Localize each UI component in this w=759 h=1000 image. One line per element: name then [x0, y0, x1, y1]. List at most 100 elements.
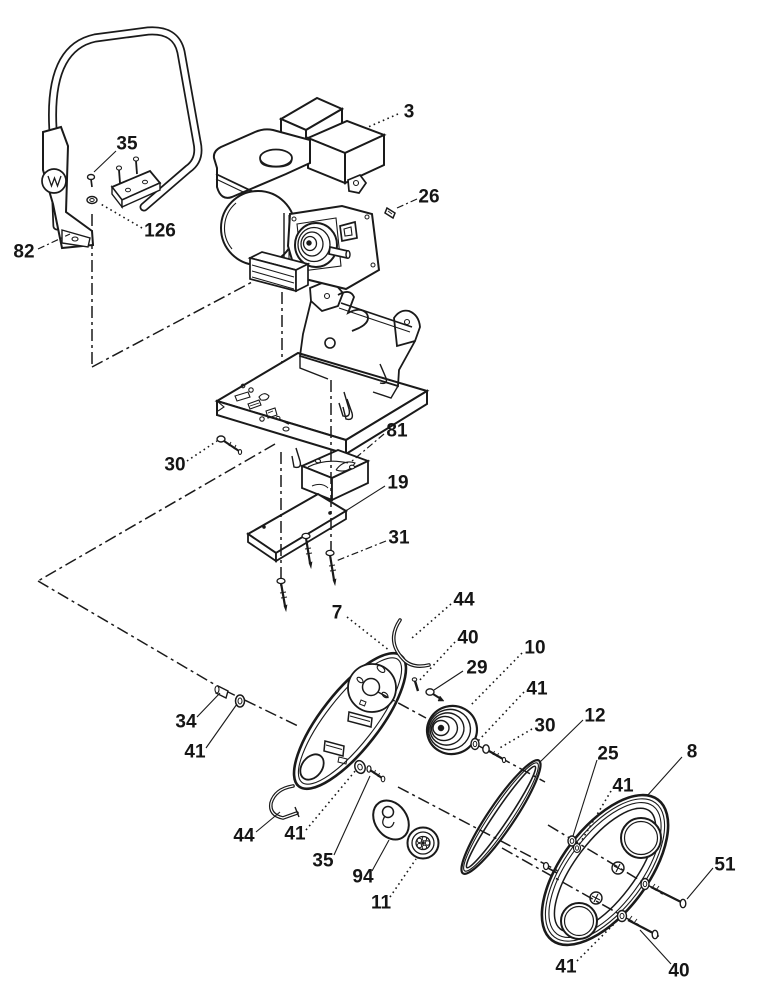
- clutch-pulley-10: [425, 704, 479, 756]
- washer-41-a: [470, 737, 480, 751]
- callout-8-19: 8: [646, 742, 698, 797]
- part-number-label: 82: [13, 242, 34, 263]
- leader-line: [343, 485, 386, 513]
- part-number-label: 8: [687, 742, 698, 763]
- leader-line: [346, 616, 391, 652]
- handle-tube: [48, 26, 203, 231]
- leader-line: [578, 790, 612, 846]
- part-number-label: 40: [457, 628, 478, 649]
- screw-guard-left: [542, 861, 558, 874]
- washer-126: [86, 195, 98, 205]
- leader-line: [365, 113, 399, 129]
- part-number-label: 51: [714, 855, 736, 876]
- bolt-40-bottom: [627, 915, 659, 940]
- washer-41-e: [616, 909, 628, 923]
- washer-25: [567, 835, 577, 847]
- part-number-label: 25: [597, 744, 619, 765]
- leader-line: [572, 759, 598, 837]
- callout-41-21: 41: [184, 703, 238, 763]
- part-number-label: 30: [534, 716, 555, 737]
- part-number-label: 41: [612, 776, 634, 797]
- leader-line: [686, 867, 714, 900]
- leader-line: [93, 150, 117, 173]
- bolt-35-top: [86, 173, 96, 188]
- leader-line: [433, 670, 464, 691]
- leader-line: [646, 756, 683, 797]
- callout-30-15: 30: [497, 716, 556, 750]
- callout-51-27: 51: [686, 855, 736, 900]
- leader-line: [497, 728, 533, 750]
- callout-41-18: 41: [578, 776, 634, 846]
- part-number-label: 40: [668, 961, 689, 982]
- axis-crank: [397, 786, 561, 873]
- shock-mount: [299, 449, 371, 502]
- part-number-label: 44: [233, 826, 255, 847]
- leader-line: [389, 858, 417, 898]
- leader-line: [37, 233, 71, 250]
- clip-44-bottom: [268, 784, 300, 820]
- callout-81-6: 81: [351, 421, 408, 462]
- axis-handle-to-engine: [91, 280, 255, 368]
- handle-mount-plate: [41, 125, 95, 250]
- eccentric-disc-94: [372, 799, 410, 841]
- callout-25-17: 25: [572, 744, 619, 837]
- base-plate-19: [246, 492, 348, 563]
- leader-line: [396, 198, 418, 209]
- leader-line: [333, 775, 371, 856]
- leader-line: [417, 641, 456, 683]
- axis-main-diagonal: [37, 443, 299, 727]
- part-number-label: 35: [312, 851, 334, 872]
- callout-11-26: 11: [371, 858, 417, 914]
- stud-35-bottom: [366, 765, 386, 783]
- leader-line: [305, 769, 357, 831]
- part-number-label: 41: [555, 957, 577, 978]
- woodruff-key-26: [384, 206, 396, 220]
- handle-clamp-bracket: [110, 156, 162, 210]
- axis-guard-lower: [501, 847, 661, 938]
- part-number-label: 81: [386, 421, 408, 442]
- callout-10-13: 10: [469, 638, 546, 707]
- leader-line: [205, 703, 238, 749]
- pin-34: [214, 684, 229, 700]
- callout-44-22: 44: [233, 811, 281, 847]
- callout-26-4: 26: [396, 187, 440, 209]
- engine: [212, 96, 387, 293]
- washer-41-d: [354, 759, 366, 775]
- callout-30-5: 30: [164, 440, 218, 476]
- part-number-label: 3: [404, 102, 415, 123]
- clip-44-top: [391, 618, 431, 668]
- callout-126-1: 126: [98, 202, 176, 242]
- callout-29-12: 29: [433, 658, 488, 691]
- callout-12-16: 12: [538, 706, 606, 764]
- leader-line: [98, 202, 143, 229]
- leader-line: [186, 440, 218, 462]
- callout-41-28: 41: [555, 918, 620, 978]
- callout-3-3: 3: [365, 102, 415, 129]
- leader-line: [477, 691, 525, 742]
- callout-35-0: 35: [93, 134, 138, 173]
- washer-41-left: [234, 694, 246, 708]
- bolt-51: [640, 877, 687, 909]
- part-number-label: 19: [387, 473, 408, 494]
- part-number-label: 30: [164, 455, 185, 476]
- pulley-11: [406, 826, 440, 860]
- part-number-label: 26: [418, 187, 439, 208]
- leader-line: [335, 540, 387, 562]
- part-number-label: 10: [524, 638, 545, 659]
- callout-41-14: 41: [477, 679, 548, 742]
- bolts-31: [276, 532, 337, 613]
- callout-7-9: 7: [332, 603, 391, 652]
- leader-line: [255, 811, 281, 833]
- leader-line: [639, 929, 672, 965]
- part-number-label: 94: [352, 867, 374, 888]
- part-number-label: 11: [371, 893, 392, 914]
- leader-line: [411, 603, 452, 639]
- washer-41-b: [572, 842, 582, 854]
- part-number-label: 41: [284, 824, 306, 845]
- callout-41-23: 41: [284, 769, 357, 845]
- part-number-label: 29: [466, 658, 487, 679]
- leader-line: [351, 433, 385, 462]
- part-number-label: 7: [332, 603, 343, 624]
